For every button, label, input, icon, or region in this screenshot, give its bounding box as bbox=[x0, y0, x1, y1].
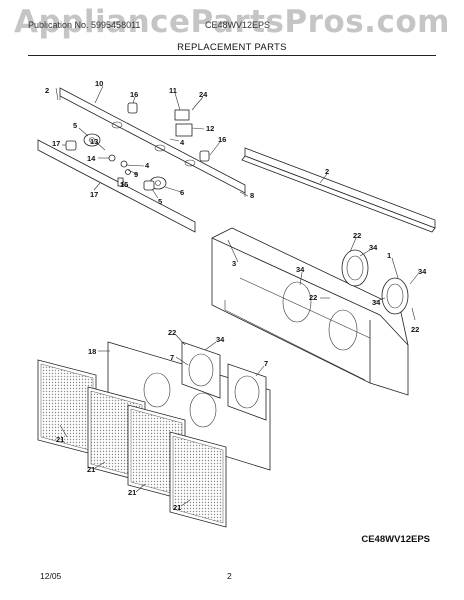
callout-label: 21 bbox=[56, 435, 64, 444]
control-panel bbox=[59, 87, 246, 197]
knob-17a bbox=[65, 140, 77, 151]
callout-label: 2 bbox=[325, 167, 329, 176]
callout-label: 34 bbox=[369, 243, 378, 252]
callout-label: 12 bbox=[206, 124, 214, 133]
connector bbox=[175, 123, 193, 137]
motor-left bbox=[181, 341, 221, 399]
callout-label: 18 bbox=[88, 347, 96, 356]
callout-label: 17 bbox=[90, 190, 98, 199]
callout-label: 22 bbox=[309, 293, 317, 302]
title-rule bbox=[28, 55, 436, 56]
callout-label: 8 bbox=[250, 191, 254, 200]
callout-label: 34 bbox=[216, 335, 225, 344]
callout-label: 17 bbox=[52, 139, 60, 148]
footer-date: 12/05 bbox=[40, 571, 62, 581]
callout-label: 34 bbox=[418, 267, 427, 276]
footer-page-number: 2 bbox=[227, 571, 232, 581]
knob-16a bbox=[127, 102, 138, 114]
knob-17b bbox=[143, 180, 155, 191]
header-model: CE48WV12EPS bbox=[205, 20, 271, 30]
callout-label: 14 bbox=[87, 154, 96, 163]
callout-label: 5 bbox=[73, 121, 77, 130]
callout-label: 7 bbox=[264, 359, 268, 368]
callout-label: 34 bbox=[372, 298, 381, 307]
callout-label: 5 bbox=[158, 197, 162, 206]
watermark: AppliancePartsPros.com bbox=[14, 4, 450, 40]
callout-label: 16 bbox=[130, 90, 138, 99]
callout-label: 21 bbox=[173, 503, 181, 512]
small-parts bbox=[108, 154, 131, 187]
leader-lines bbox=[55, 85, 419, 507]
model-code: CE48WV12EPS bbox=[361, 534, 430, 545]
publication-number: Publication No. 5995458011 bbox=[28, 20, 141, 30]
callout-label: 24 bbox=[199, 90, 208, 99]
lower-panel bbox=[37, 139, 196, 233]
grease-filter-1 bbox=[37, 359, 97, 456]
callout-label: 22 bbox=[353, 231, 361, 240]
callout-label: 2 bbox=[45, 86, 49, 95]
callout-label: 9 bbox=[134, 170, 138, 179]
callout-label: 15 bbox=[120, 180, 128, 189]
callout-label: 6 bbox=[180, 188, 184, 197]
terminal-block bbox=[174, 109, 190, 121]
section-title: REPLACEMENT PARTS bbox=[177, 42, 287, 53]
grease-filter-4 bbox=[169, 431, 227, 528]
callout-label: 10 bbox=[95, 79, 103, 88]
callout-label: 16 bbox=[218, 135, 226, 144]
callout-label: 34 bbox=[296, 265, 305, 274]
callout-label: 22 bbox=[411, 325, 419, 334]
front-channel bbox=[241, 147, 436, 233]
blower-right-bottom bbox=[381, 277, 409, 315]
callout-label: 21 bbox=[87, 465, 95, 474]
callout-label: 1 bbox=[387, 251, 391, 260]
knob-16b bbox=[199, 150, 210, 162]
callout-label: 21 bbox=[128, 488, 136, 497]
callout-label: 4 bbox=[145, 161, 150, 170]
callout-label: 7 bbox=[170, 353, 174, 362]
motor-right bbox=[227, 363, 267, 421]
fan-switch bbox=[83, 133, 101, 147]
callout-label: 22 bbox=[168, 328, 176, 337]
callout-label: 11 bbox=[169, 86, 177, 95]
callout-label: 3 bbox=[232, 259, 236, 268]
blower-right-top bbox=[341, 249, 369, 287]
callout-labels: 2 10 16 11 24 12 4 5 13 17 14 9 15 4 16 … bbox=[45, 79, 427, 512]
callout-label: 4 bbox=[180, 138, 185, 147]
callout-label: 13 bbox=[90, 137, 98, 146]
